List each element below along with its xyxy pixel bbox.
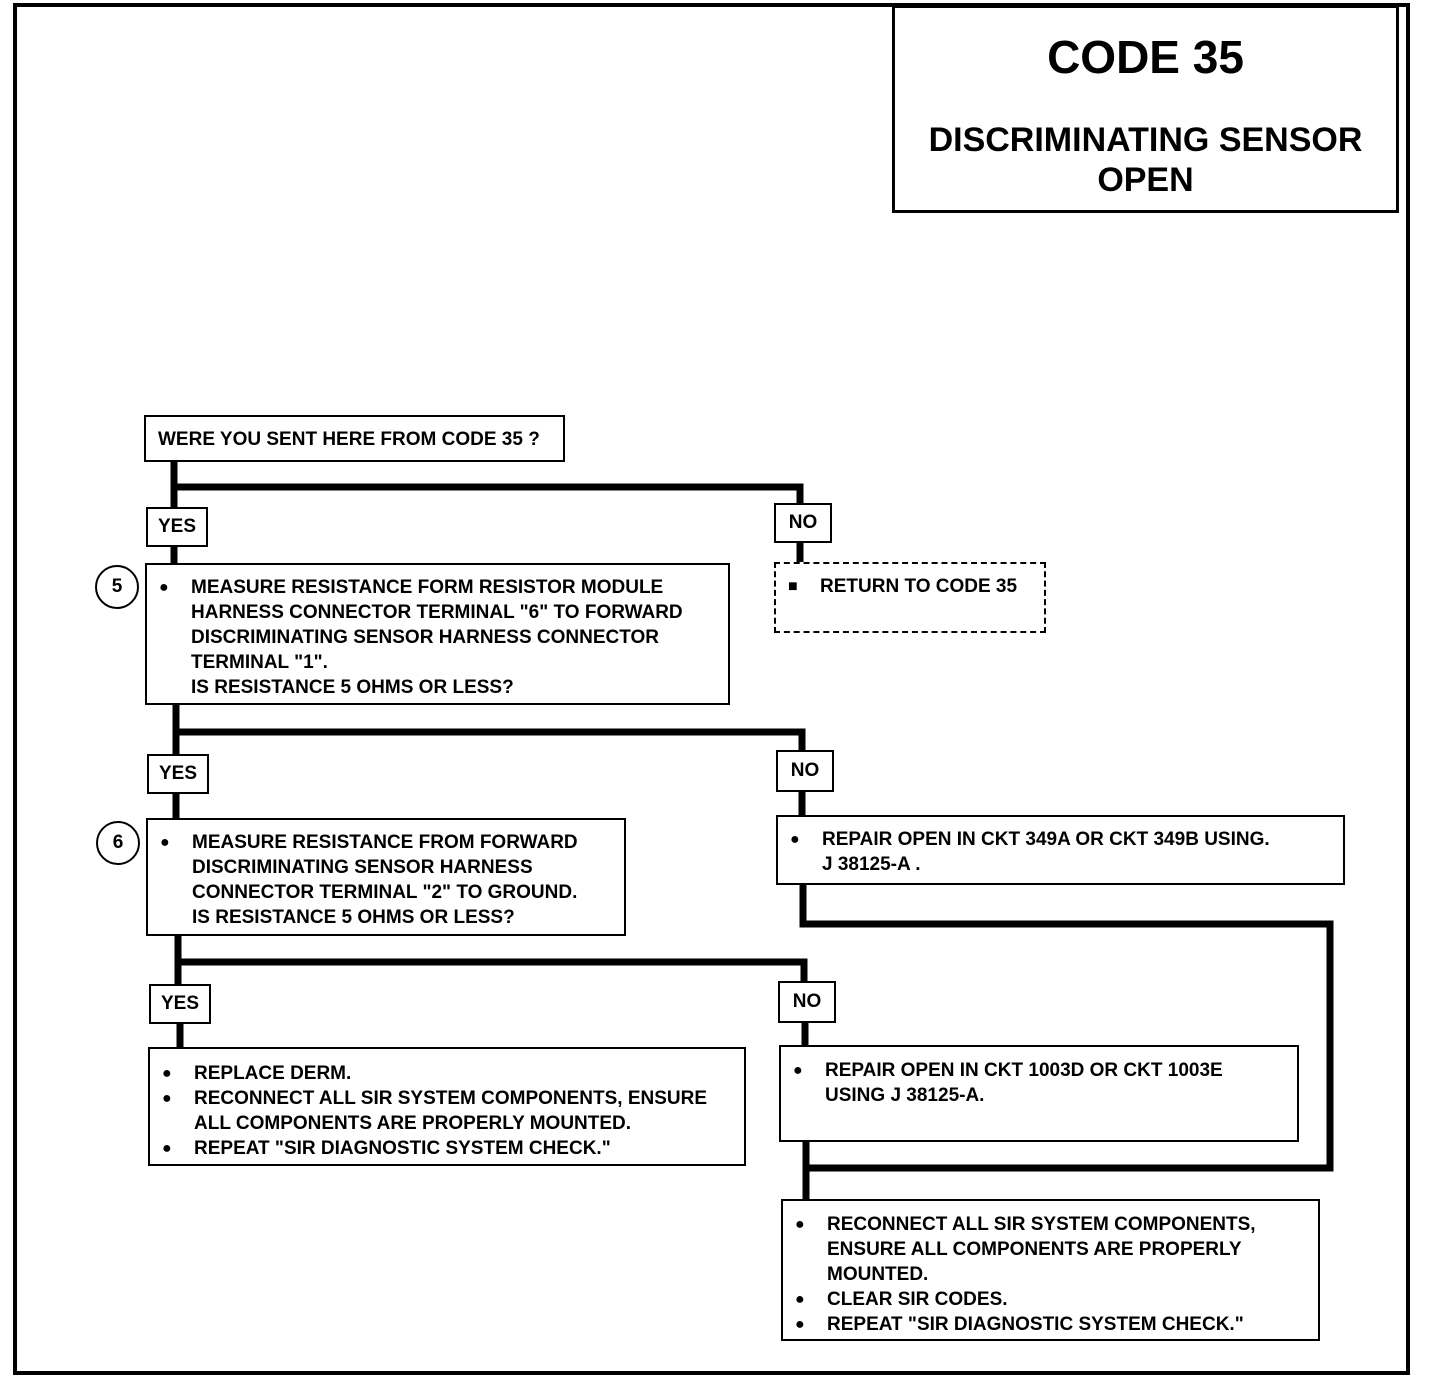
bullet-icon: ● (795, 1316, 805, 1333)
final-item-1-line-2: ENSURE ALL COMPONENTS ARE PROPERLY (827, 1239, 1242, 1260)
bullet-icon: ● (159, 579, 169, 596)
final-item-1-line-3: MOUNTED. (827, 1264, 929, 1285)
subtitle-line-2: OPEN (1097, 161, 1194, 199)
connector-repair349-final (799, 880, 1334, 1172)
yes-label-3: YES (149, 984, 211, 1024)
final-item-1-line-1: RECONNECT ALL SIR SYSTEM COMPONENTS, (827, 1214, 1256, 1235)
connector-s6-no (174, 958, 808, 987)
repair-349-item: ● REPAIR OPEN IN CKT 349A OR CKT 349B US… (778, 827, 1343, 877)
final-item-2-text: CLEAR SIR CODES. (827, 1289, 1008, 1310)
page-subtitle: DISCRIMINATING SENSOR OPEN (895, 120, 1396, 200)
replace-derm-box: ● REPLACE DERM. ● RECONNECT ALL SIR SYST… (148, 1047, 746, 1166)
connector-s5-no (172, 728, 806, 756)
bullet-icon: ● (162, 1065, 172, 1082)
derm-item-2-line-2: ALL COMPONENTS ARE PROPERLY MOUNTED. (194, 1113, 632, 1134)
return-text: RETURN TO CODE 35 (820, 576, 1018, 597)
question-text: WERE YOU SENT HERE FROM CODE 35 ? (158, 429, 540, 450)
page-frame (13, 3, 1410, 1375)
bullet-icon: ● (795, 1291, 805, 1308)
derm-item-3-text: REPEAT "SIR DIAGNOSTIC SYSTEM CHECK." (194, 1138, 611, 1159)
step6-line-2: DISCRIMINATING SENSOR HARNESS (192, 857, 533, 878)
repair-1003-line-1: REPAIR OPEN IN CKT 1003D OR CKT 1003E (825, 1060, 1223, 1081)
derm-item-1-text: REPLACE DERM. (194, 1063, 352, 1084)
step6-line-1: MEASURE RESISTANCE FROM FORWARD (192, 832, 578, 853)
page-title: CODE 35 (1047, 31, 1244, 83)
derm-item-1: ● REPLACE DERM. (150, 1061, 744, 1086)
step5-line-3: DISCRIMINATING SENSOR HARNESS CONNECTOR (191, 627, 659, 648)
connector-q-no (170, 483, 804, 507)
step5-question: IS RESISTANCE 5 OHMS OR LESS? (191, 677, 514, 698)
bullet-icon: ● (162, 1140, 172, 1157)
step6-question: IS RESISTANCE 5 OHMS OR LESS? (192, 907, 515, 928)
repair-1003-item: ● REPAIR OPEN IN CKT 1003D OR CKT 1003E … (781, 1058, 1297, 1108)
step5-box: ● MEASURE RESISTANCE FORM RESISTOR MODUL… (145, 563, 730, 705)
step-number-6: 6 (96, 821, 140, 865)
repair-349-line-1: REPAIR OPEN IN CKT 349A OR CKT 349B USIN… (822, 829, 1270, 850)
step5-line-1: MEASURE RESISTANCE FORM RESISTOR MODULE (191, 577, 664, 598)
step5-line-2: HARNESS CONNECTOR TERMINAL "6" TO FORWAR… (191, 602, 683, 623)
yes-label-1: YES (146, 507, 208, 547)
step6-item: ● MEASURE RESISTANCE FROM FORWARD DISCRI… (148, 830, 624, 930)
step6-box: ● MEASURE RESISTANCE FROM FORWARD DISCRI… (146, 818, 626, 936)
title-box: CODE 35 DISCRIMINATING SENSOR OPEN (892, 5, 1399, 213)
derm-item-3: ● REPEAT "SIR DIAGNOSTIC SYSTEM CHECK." (150, 1136, 744, 1161)
derm-item-2-line-1: RECONNECT ALL SIR SYSTEM COMPONENTS, ENS… (194, 1088, 708, 1109)
step-number-5: 5 (95, 565, 139, 609)
final-item-3-text: REPEAT "SIR DIAGNOSTIC SYSTEM CHECK." (827, 1314, 1244, 1335)
question-box: WERE YOU SENT HERE FROM CODE 35 ? (144, 415, 565, 462)
bullet-icon: ■ (788, 578, 798, 595)
step6-line-3: CONNECTOR TERMINAL "2" TO GROUND. (192, 882, 578, 903)
repair-349-box: ● REPAIR OPEN IN CKT 349A OR CKT 349B US… (776, 815, 1345, 885)
repair-1003-line-2: USING J 38125-A. (825, 1085, 985, 1106)
final-item-2: ● CLEAR SIR CODES. (783, 1287, 1318, 1312)
final-steps-box: ● RECONNECT ALL SIR SYSTEM COMPONENTS, E… (781, 1199, 1320, 1341)
step5-item: ● MEASURE RESISTANCE FORM RESISTOR MODUL… (147, 575, 728, 700)
yes-label-2: YES (147, 754, 209, 794)
repair-349-line-2: J 38125-A . (822, 854, 921, 875)
bullet-icon: ● (162, 1090, 172, 1107)
step5-line-4: TERMINAL "1". (191, 652, 328, 673)
bullet-icon: ● (793, 1062, 803, 1079)
no-label-3: NO (778, 981, 836, 1023)
bullet-icon: ● (795, 1216, 805, 1233)
return-box: ■ RETURN TO CODE 35 (774, 562, 1046, 633)
subtitle-line-1: DISCRIMINATING SENSOR (928, 121, 1363, 159)
no-label-1: NO (774, 503, 832, 543)
bullet-icon: ● (790, 831, 800, 848)
bullet-icon: ● (160, 834, 170, 851)
final-item-3: ● REPEAT "SIR DIAGNOSTIC SYSTEM CHECK." (783, 1312, 1318, 1337)
return-item: ■ RETURN TO CODE 35 (776, 574, 1044, 599)
final-item-1: ● RECONNECT ALL SIR SYSTEM COMPONENTS, E… (783, 1212, 1318, 1287)
no-label-2: NO (776, 750, 834, 792)
repair-1003-box: ● REPAIR OPEN IN CKT 1003D OR CKT 1003E … (779, 1045, 1299, 1142)
derm-item-2: ● RECONNECT ALL SIR SYSTEM COMPONENTS, E… (150, 1086, 744, 1136)
